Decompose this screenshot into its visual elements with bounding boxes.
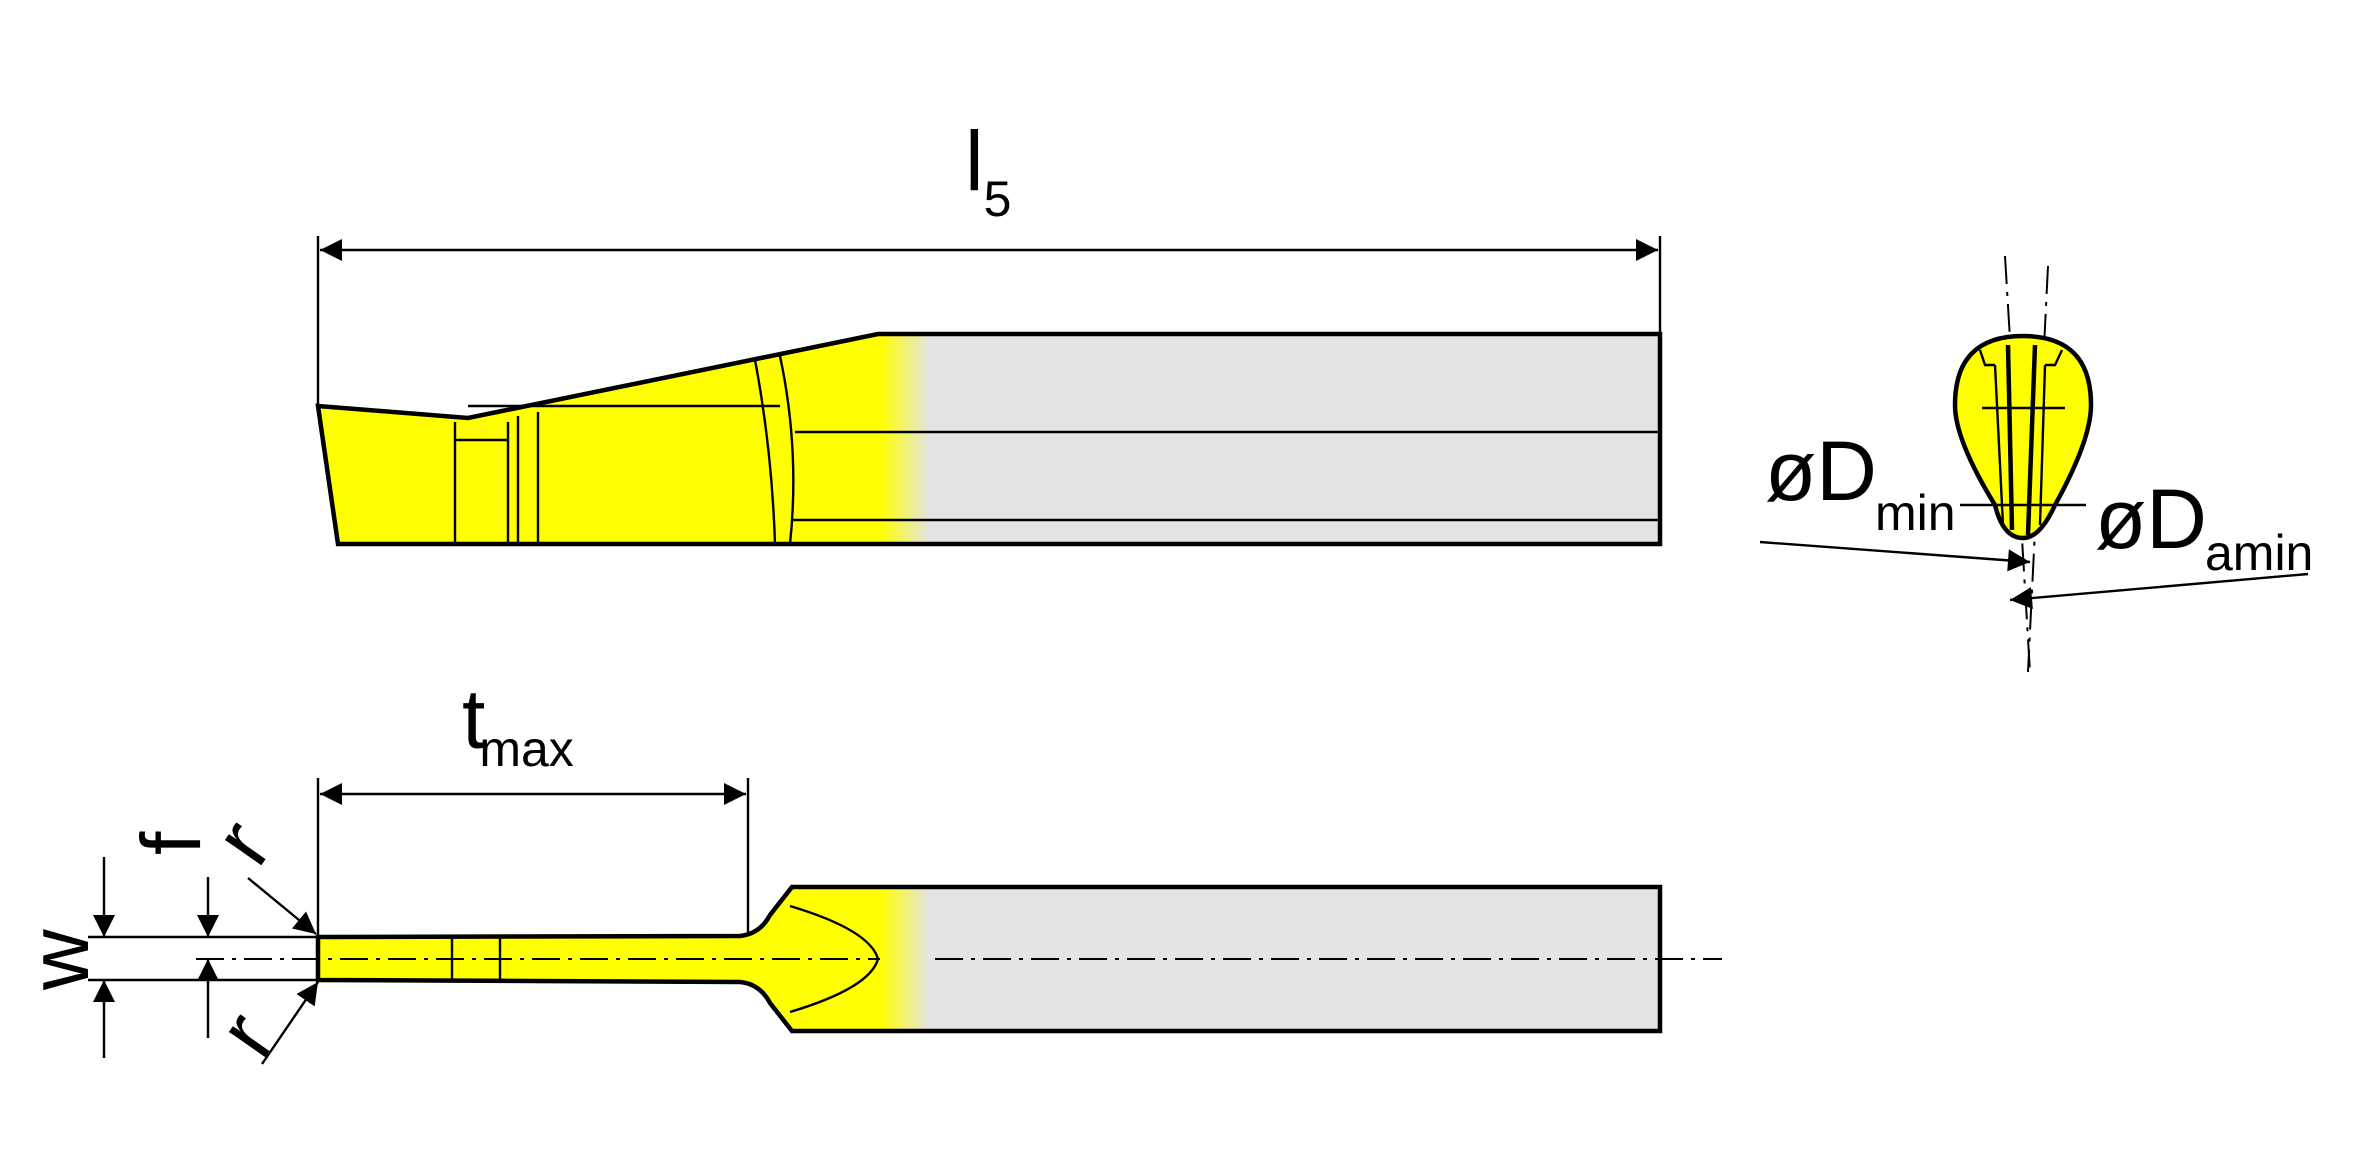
top-outline [315,884,1663,1034]
end-profile [1952,333,2094,541]
top-fade [880,887,930,1031]
dmin-leader [1759,540,2031,572]
side-view: l5 [315,114,1663,547]
side-curve [753,359,777,545]
dmin-label: øDmin [1765,424,1956,541]
l5-label: l5 [965,114,1011,227]
end-line [1993,364,2005,526]
end-line [2025,344,2038,536]
top-view: tmax w f r r [12,672,1722,1072]
end-line [2038,364,2047,526]
w-label: w [12,929,106,991]
r-bottom-label: r [200,995,293,1072]
side-curve [778,355,795,545]
r-top-leader [247,877,317,935]
damin-label: øDamin [2095,472,2313,581]
end-line [1978,349,1995,367]
top-insert [318,887,900,1031]
f-label: f [124,831,218,855]
r-bottom-leader [261,981,319,1065]
end-view: øDmin øDamin [1759,255,2313,673]
side-fade [880,334,930,544]
tmax-label: tmax [462,672,574,777]
side-shank [880,334,1660,544]
end-line [2005,344,2015,531]
damin-leader [2009,572,2309,610]
side-insert [318,334,900,544]
end-line [2045,349,2064,367]
